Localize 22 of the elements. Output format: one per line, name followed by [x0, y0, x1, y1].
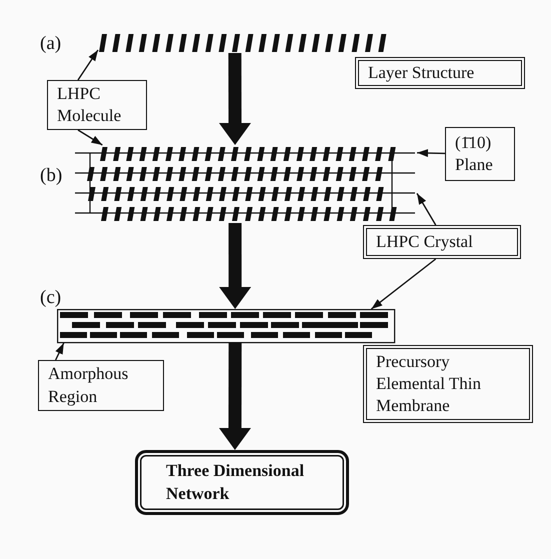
label-box: Precursory Elemental Thin Membrane	[363, 345, 533, 423]
panel-label: (c)	[40, 287, 62, 309]
leader-arrow	[416, 193, 436, 226]
membrane-drawing	[57, 309, 395, 343]
leader-arrow	[55, 342, 64, 360]
process-arrow	[219, 52, 252, 145]
process-arrow	[219, 223, 252, 309]
crystal-layers-drawing	[75, 145, 417, 223]
panel-label: (b)	[40, 165, 62, 187]
label-box: LHPC Crystal	[363, 225, 521, 259]
label-box: Layer Structure	[355, 57, 525, 89]
label-box: Amorphous Region	[38, 360, 164, 411]
leader-arrow	[78, 129, 103, 146]
label-box: Three Dimensional Network	[135, 450, 349, 515]
label-box: LHPC Molecule	[47, 80, 147, 130]
process-arrow	[218, 343, 251, 450]
label-box: (1̄10) Plane	[445, 127, 515, 181]
molecule-layer-drawing	[98, 33, 388, 53]
leader-arrow	[416, 149, 446, 158]
leader-arrow	[370, 258, 436, 310]
leader-arrow	[77, 50, 99, 80]
panel-label: (a)	[40, 33, 62, 55]
